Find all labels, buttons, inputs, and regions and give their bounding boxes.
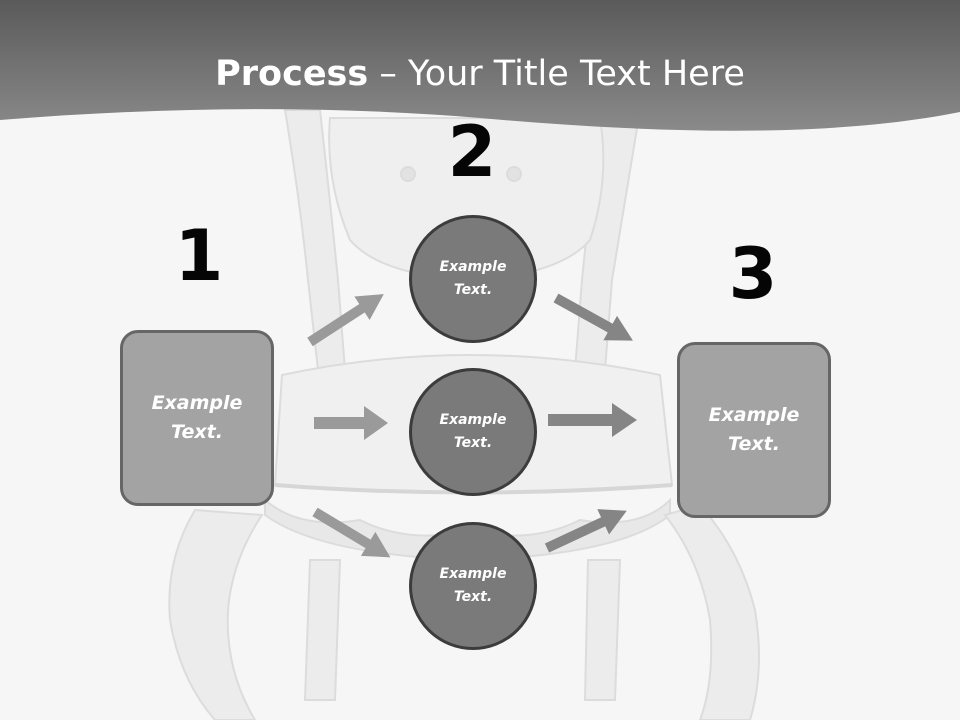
title-bold: Process	[215, 54, 369, 94]
circle-bottom: Example Text.	[409, 522, 537, 650]
circle-top: Example Text.	[409, 215, 537, 343]
arrow-box1-to-middle-icon	[314, 406, 388, 440]
step-number-1: 1	[174, 215, 224, 297]
slide-title: Process – Your Title Text Here	[0, 52, 960, 96]
circle-bottom-text: Example Text.	[439, 566, 507, 605]
step-box-1: Example Text.	[120, 330, 274, 506]
chair-image	[168, 109, 760, 720]
step-box-1-text: Example Text.	[151, 392, 243, 443]
arrow-bottom-to-box3-icon	[544, 509, 627, 553]
circle-middle: Example Text.	[409, 368, 537, 496]
step-box-3-text: Example Text.	[708, 404, 800, 455]
circle-middle-text: Example Text.	[439, 412, 507, 451]
title-rest: – Your Title Text Here	[368, 54, 745, 94]
arrow-middle-to-box3-icon	[548, 403, 637, 437]
step-number-2: 2	[447, 111, 497, 193]
arrow-box1-to-top-icon	[307, 294, 384, 347]
step-number-3: 3	[728, 233, 778, 315]
step-box-3: Example Text.	[677, 342, 831, 518]
arrow-box1-to-bottom-icon	[312, 507, 391, 558]
header-band	[0, 0, 960, 131]
circle-top-text: Example Text.	[439, 259, 507, 298]
arrow-top-to-box3-icon	[553, 293, 633, 341]
